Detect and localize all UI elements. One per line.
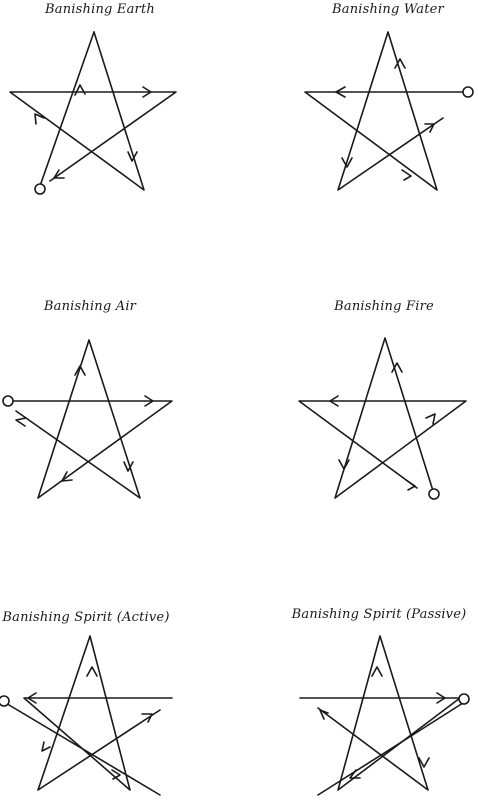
pentagram-banishing-earth [9, 31, 177, 195]
start-point-marker [34, 183, 46, 195]
direction-arrow [401, 169, 412, 181]
pentagram-outline [298, 337, 467, 499]
start-point-marker [2, 395, 14, 407]
title-banishing-water: Banishing Water [332, 2, 444, 17]
title-banishing-air: Banishing Air [43, 299, 137, 314]
title-banishing-spirit-passive: Banishing Spirit (Passive) [291, 607, 467, 622]
direction-arrow [53, 169, 65, 179]
direction-arrow [123, 461, 134, 472]
direction-arrow [15, 417, 27, 427]
direction-arrow [418, 757, 430, 768]
direction-arrow [41, 741, 51, 752]
direction-arrow [405, 479, 416, 491]
pentagram-banishing-spirit-active [0, 635, 173, 796]
direction-arrow [371, 666, 383, 677]
direction-arrow [127, 151, 138, 162]
pentagram-outline [9, 31, 177, 191]
direction-arrow [436, 692, 446, 704]
pentagram-banishing-fire [298, 337, 467, 500]
pentagram-banishing-spirit-passive [299, 635, 470, 796]
direction-arrow [34, 113, 45, 125]
pentagram-outline [23, 635, 173, 791]
start-stroke [39, 31, 95, 187]
pentagram-outline [304, 31, 469, 191]
title-banishing-fire: Banishing Fire [334, 299, 434, 314]
direction-arrow [61, 471, 73, 482]
direction-arrow [111, 769, 121, 780]
direction-arrow [349, 769, 361, 779]
direction-arrow [335, 86, 346, 98]
direction-arrow [329, 395, 339, 407]
pentagram-banishing-water [304, 31, 474, 191]
direction-arrow [74, 365, 86, 376]
direction-arrow [394, 58, 406, 69]
start-point-marker [458, 693, 470, 705]
direction-arrow [319, 709, 329, 720]
start-point-marker [462, 86, 474, 98]
title-banishing-spirit-active: Banishing Spirit (Active) [2, 610, 170, 625]
direction-arrow [27, 692, 37, 704]
pentagram-banishing-air [2, 339, 173, 499]
direction-arrow [74, 84, 86, 96]
start-point-marker [428, 488, 440, 500]
direction-arrow [341, 157, 353, 168]
start-stroke [3, 701, 161, 796]
pentagram-outline [7, 339, 173, 499]
direction-arrow [424, 123, 435, 133]
title-banishing-earth: Banishing Earth [45, 2, 155, 17]
start-point-marker [0, 695, 10, 707]
direction-arrow [338, 459, 350, 470]
direction-arrow [141, 713, 153, 723]
direction-arrow [391, 362, 403, 373]
start-stroke [317, 702, 464, 796]
pentagram-outline [299, 635, 461, 791]
direction-arrow [86, 666, 98, 677]
direction-arrow [144, 395, 154, 407]
direction-arrow [425, 413, 436, 425]
direction-arrow [142, 86, 152, 98]
